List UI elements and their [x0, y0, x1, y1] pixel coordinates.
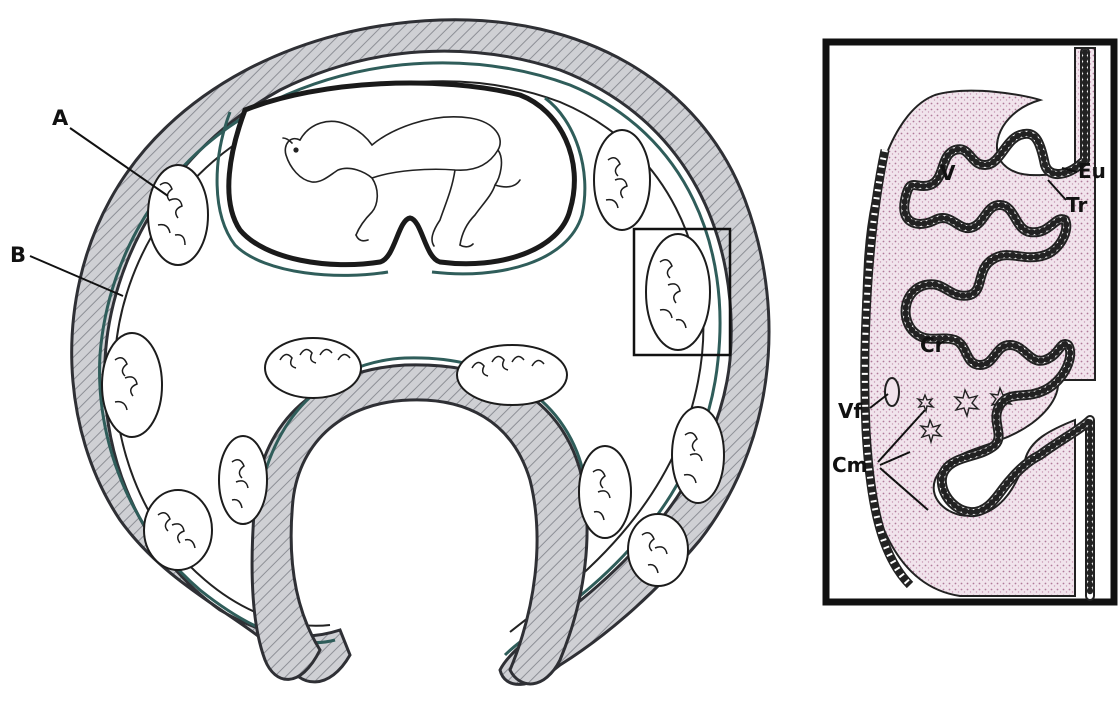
- cotyledon: [457, 345, 567, 405]
- cotyledon: [265, 338, 361, 398]
- cotyledon: [646, 234, 710, 350]
- cotyledon: [579, 446, 631, 538]
- cotyledon: [144, 490, 212, 570]
- fetal-vessel: [885, 378, 899, 406]
- cotyledon: [102, 333, 162, 437]
- label-cr: Cr: [920, 333, 945, 357]
- svg-text:Tr: Tr: [1066, 193, 1087, 217]
- svg-text:Cm: Cm: [832, 453, 868, 477]
- amnion: [229, 83, 575, 265]
- label-v: V: [940, 161, 956, 185]
- cotyledon: [148, 165, 208, 265]
- svg-text:B: B: [10, 243, 26, 267]
- cotyledon: [672, 407, 724, 503]
- cotyledon: [628, 514, 688, 586]
- svg-text:Eu: Eu: [1078, 159, 1106, 183]
- cotyledon: [594, 130, 650, 230]
- svg-text:Vf: Vf: [838, 399, 862, 423]
- histology-inset: V Eu Tr Cr Vf Cm: [826, 42, 1114, 602]
- uterus-section: A B: [10, 20, 769, 685]
- svg-text:A: A: [52, 106, 69, 130]
- cotyledon: [219, 436, 267, 524]
- uterine-floor: [252, 365, 587, 684]
